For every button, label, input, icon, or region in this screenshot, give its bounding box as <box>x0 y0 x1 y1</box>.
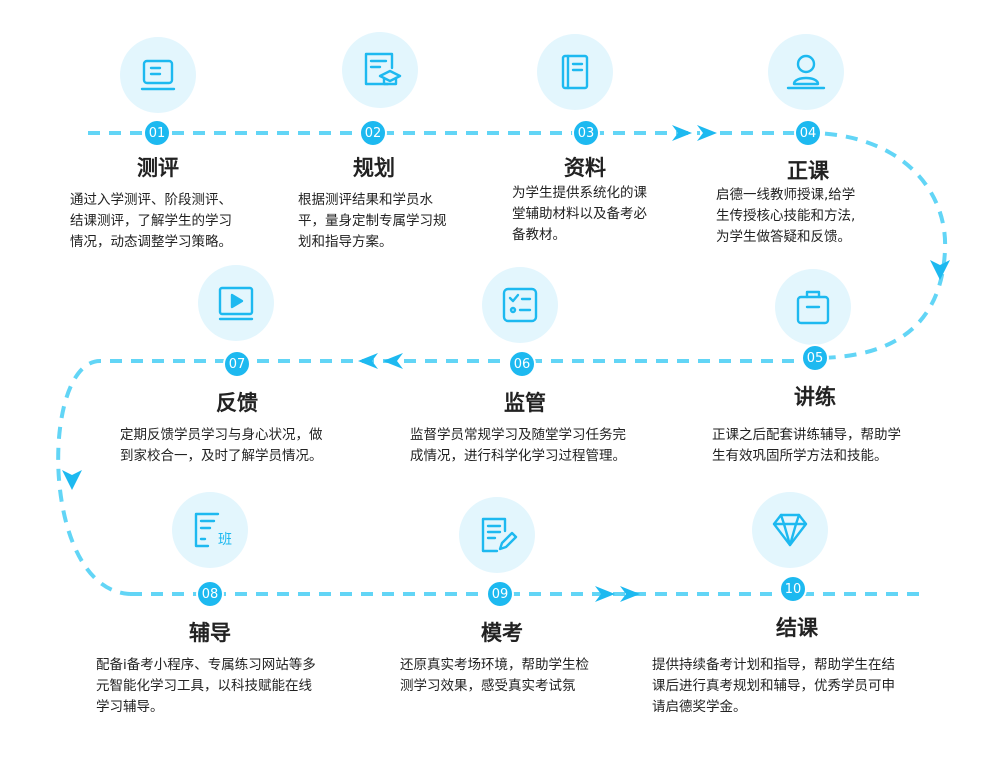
description-line: 结课测评，了解学生的学习 <box>70 213 232 229</box>
description-line: 请启德奖学金。 <box>652 699 747 715</box>
step-icon-circle <box>198 265 274 341</box>
step-number-badge: 06 <box>508 350 536 378</box>
step-title: 监管 <box>504 391 546 415</box>
step-title: 模考 <box>481 621 523 645</box>
step-number-badge: 02 <box>359 119 387 147</box>
arrow-left-icon <box>358 353 378 369</box>
step-description: 定期反馈学员学习与身心状况，做到家校合一，及时了解学员情况。 <box>120 425 323 467</box>
step-title: 辅导 <box>189 621 231 645</box>
step-description: 根据测评结果和学员水平，量身定制专属学习规划和指导方案。 <box>298 190 447 253</box>
step-icon-circle <box>459 497 535 573</box>
step-title: 测评 <box>137 156 179 180</box>
step-description: 正课之后配套讲练辅导，帮助学生有效巩固所学方法和技能。 <box>712 425 901 467</box>
step-number-badge: 05 <box>801 344 829 372</box>
step-icon-circle <box>482 267 558 343</box>
description-line: 定期反馈学员学习与身心状况，做 <box>120 427 323 443</box>
arrow-right-icon <box>620 586 640 602</box>
description-line: 通过入学测评、阶段测评、 <box>70 192 232 208</box>
step-title: 结课 <box>776 616 818 640</box>
step-description: 启德一线教师授课,给学生传授核心技能和方法, 为学生做答疑和反馈。 <box>716 185 855 248</box>
step-description: 监督学员常规学习及随堂学习任务完成情况，进行科学化学习过程管理。 <box>410 425 626 467</box>
class-document-icon: 班 <box>194 512 232 548</box>
arrow-right-icon <box>697 125 717 141</box>
step-number-badge: 08 <box>196 580 224 608</box>
step-number-badge: 07 <box>223 350 251 378</box>
book-icon <box>561 54 589 90</box>
document-edit-icon <box>481 517 518 553</box>
description-line: 为学生提供系统化的课 <box>512 185 647 201</box>
icon-text: 班 <box>218 532 232 548</box>
description-line: 划和指导方案。 <box>298 234 393 250</box>
step-icon-circle <box>768 34 844 110</box>
arrow-down-icon <box>62 470 82 490</box>
description-line: 学习辅导。 <box>96 699 164 715</box>
step-icon-circle <box>537 34 613 110</box>
step-icon-circle <box>775 269 851 345</box>
teacher-icon <box>786 54 826 90</box>
step-icon-circle <box>752 492 828 568</box>
description-line: 成情况，进行科学化学习过程管理。 <box>410 448 626 464</box>
step-number-badge: 01 <box>143 119 171 147</box>
description-line: 生传授核心技能和方法, <box>716 208 856 224</box>
flow-line-row2 <box>56 359 815 596</box>
flow-line-curve-right <box>720 131 948 360</box>
description-line: 情况，动态调整学习策略。 <box>70 234 232 250</box>
diamond-icon <box>772 513 808 547</box>
description-line: 配备i备考小程序、专属练习网站等多 <box>96 657 316 673</box>
step-icon-circle: 班 <box>172 492 248 568</box>
description-line: 为学生做答疑和反馈。 <box>716 229 851 245</box>
step-description: 通过入学测评、阶段测评、结课测评，了解学生的学习情况，动态调整学习策略。 <box>70 190 232 253</box>
description-line: 生有效巩固所学方法和技能。 <box>712 448 888 464</box>
step-title: 正课 <box>787 159 829 183</box>
description-line: 提供持续备考计划和指导，帮助学生在结 <box>652 657 895 673</box>
arrow-down-icon <box>930 260 950 280</box>
step-number-badge: 10 <box>779 575 807 603</box>
step-number-badge: 04 <box>794 119 822 147</box>
step-description: 为学生提供系统化的课堂辅助材料以及备考必备教材。 <box>512 183 647 246</box>
step-number-badge: 09 <box>486 580 514 608</box>
step-title: 规划 <box>353 156 395 180</box>
description-line: 启德一线教师授课,给学 <box>716 187 856 203</box>
description-line: 还原真实考场环境，帮助学生检 <box>400 657 589 673</box>
step-icon-circle <box>342 32 418 108</box>
checklist-icon <box>502 287 538 323</box>
description-line: 根据测评结果和学员水 <box>298 192 433 208</box>
description-line: 监督学员常规学习及随堂学习任务完 <box>410 427 626 443</box>
step-title: 资料 <box>564 156 606 180</box>
arrow-right-icon <box>595 586 615 602</box>
arrow-right-icon <box>672 125 692 141</box>
step-description: 提供持续备考计划和指导，帮助学生在结课后进行真考规划和辅导，优秀学员可申请启德奖… <box>652 655 895 718</box>
briefcase-icon <box>796 290 830 325</box>
monitor-icon <box>140 59 176 91</box>
step-icon-circle <box>120 37 196 113</box>
description-line: 平，量身定制专属学习规 <box>298 213 447 229</box>
description-line: 测学习效果，感受真实考试氛 <box>400 678 576 694</box>
step-number-badge: 03 <box>572 119 600 147</box>
description-line: 元智能化学习工具，以科技赋能在线 <box>96 678 312 694</box>
description-line: 备教材。 <box>512 227 566 243</box>
arrow-left-icon <box>383 353 403 369</box>
step-description: 配备i备考小程序、专属练习网站等多元智能化学习工具，以科技赋能在线学习辅导。 <box>96 655 316 718</box>
description-line: 到家校合一，及时了解学员情况。 <box>120 448 323 464</box>
step-title: 反馈 <box>216 391 258 415</box>
description-line: 堂辅助材料以及备考必 <box>512 206 647 222</box>
step-description: 还原真实考场环境，帮助学生检测学习效果，感受真实考试氛 <box>400 655 589 697</box>
step-title: 讲练 <box>794 385 836 409</box>
description-line: 课后进行真考规划和辅导，优秀学员可申 <box>652 678 895 694</box>
video-play-icon <box>218 286 254 321</box>
graduation-document-icon <box>364 52 402 86</box>
description-line: 正课之后配套讲练辅导，帮助学 <box>712 427 901 443</box>
